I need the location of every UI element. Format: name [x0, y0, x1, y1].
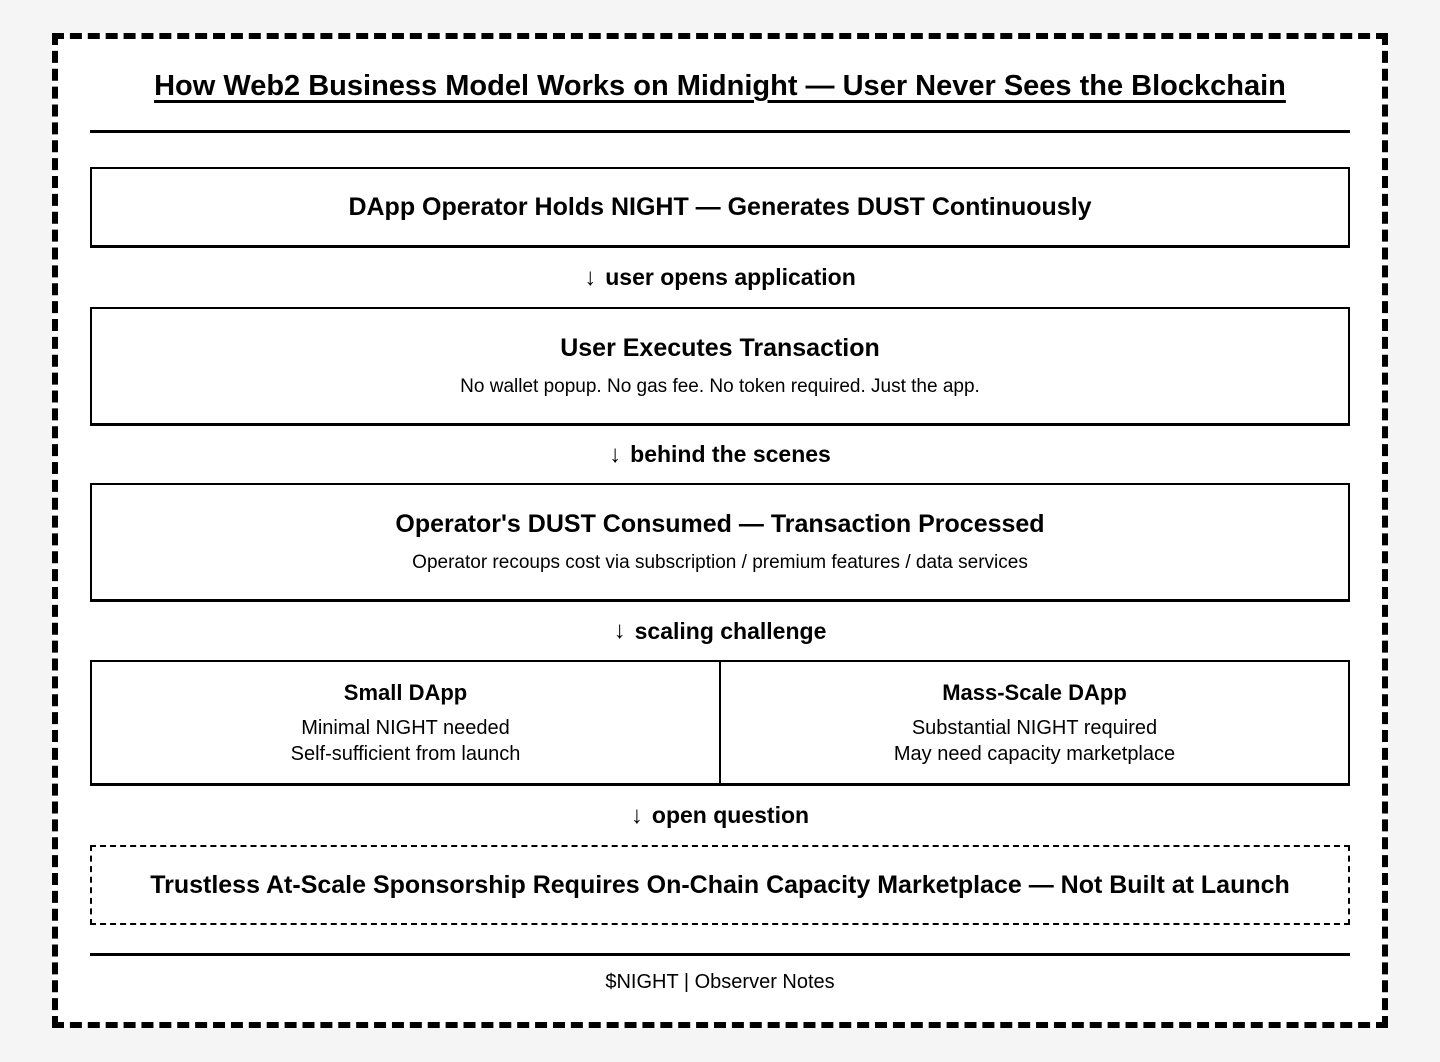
mass-scale-dapp-title: Mass-Scale DApp [942, 679, 1127, 705]
step-dust-consumed-title: Operator's DUST Consumed — Transaction P… [395, 510, 1045, 538]
arrow-behind-the-scenes: ↓ behind the scenes [90, 426, 1350, 483]
step-operator-title: DApp Operator Holds NIGHT — Generates DU… [348, 193, 1092, 221]
small-dapp-line: Minimal NIGHT needed [301, 716, 510, 739]
mass-scale-dapp-line: Substantial NIGHT required [911, 716, 1158, 739]
comparison-mass-scale-dapp: Mass-Scale DApp Substantial NIGHT requir… [721, 662, 1348, 783]
step-user-tx-subtitle: No wallet popup. No gas fee. No token re… [460, 376, 980, 397]
step-dust-consumed: Operator's DUST Consumed — Transaction P… [90, 483, 1350, 602]
arrow-label-scaling-challenge: scaling challenge [634, 617, 827, 644]
down-arrow-icon: ↓ [609, 440, 622, 468]
down-arrow-icon: ↓ [630, 801, 643, 829]
down-arrow-icon: ↓ [584, 263, 597, 291]
page-title: How Web2 Business Model Works on Midnigh… [154, 70, 1286, 102]
arrow-label-user-opens-application: user opens application [605, 264, 856, 290]
arrow-label-behind-the-scenes: behind the scenes [630, 441, 831, 467]
down-arrow-icon: ↓ [613, 617, 626, 644]
arrow-label-open-question: open question [651, 802, 810, 828]
mass-scale-dapp-line: May need capacity marketplace [893, 742, 1176, 765]
step-dust-consumed-subtitle: Operator recoups cost via subscription /… [412, 552, 1028, 573]
step-user-tx-title: User Executes Transaction [560, 334, 880, 362]
open-question-title: Trustless At-Scale Sponsorship Requires … [150, 871, 1290, 899]
open-question-box: Trustless At-Scale Sponsorship Requires … [90, 845, 1350, 925]
arrow-scaling-challenge: ↓ scaling challenge [90, 602, 1350, 660]
small-dapp-line: Self-sufficient from launch [290, 742, 521, 765]
small-dapp-title: Small DApp [343, 679, 468, 705]
comparison-box: Small DApp Minimal NIGHT needed Self-suf… [90, 660, 1350, 786]
arrow-user-opens-application: ↓ user opens application [90, 248, 1350, 307]
comparison-small-dapp: Small DApp Minimal NIGHT needed Self-suf… [92, 662, 721, 783]
diagram-frame: How Web2 Business Model Works on Midnigh… [52, 33, 1388, 1028]
step-operator-holds-night: DApp Operator Holds NIGHT — Generates DU… [90, 167, 1350, 248]
title-divider [90, 130, 1350, 133]
footer-divider [90, 953, 1350, 956]
step-user-executes-transaction: User Executes Transaction No wallet popu… [90, 307, 1350, 426]
arrow-open-question: ↓ open question [90, 786, 1350, 845]
footer-text: $NIGHT | Observer Notes [605, 971, 835, 993]
